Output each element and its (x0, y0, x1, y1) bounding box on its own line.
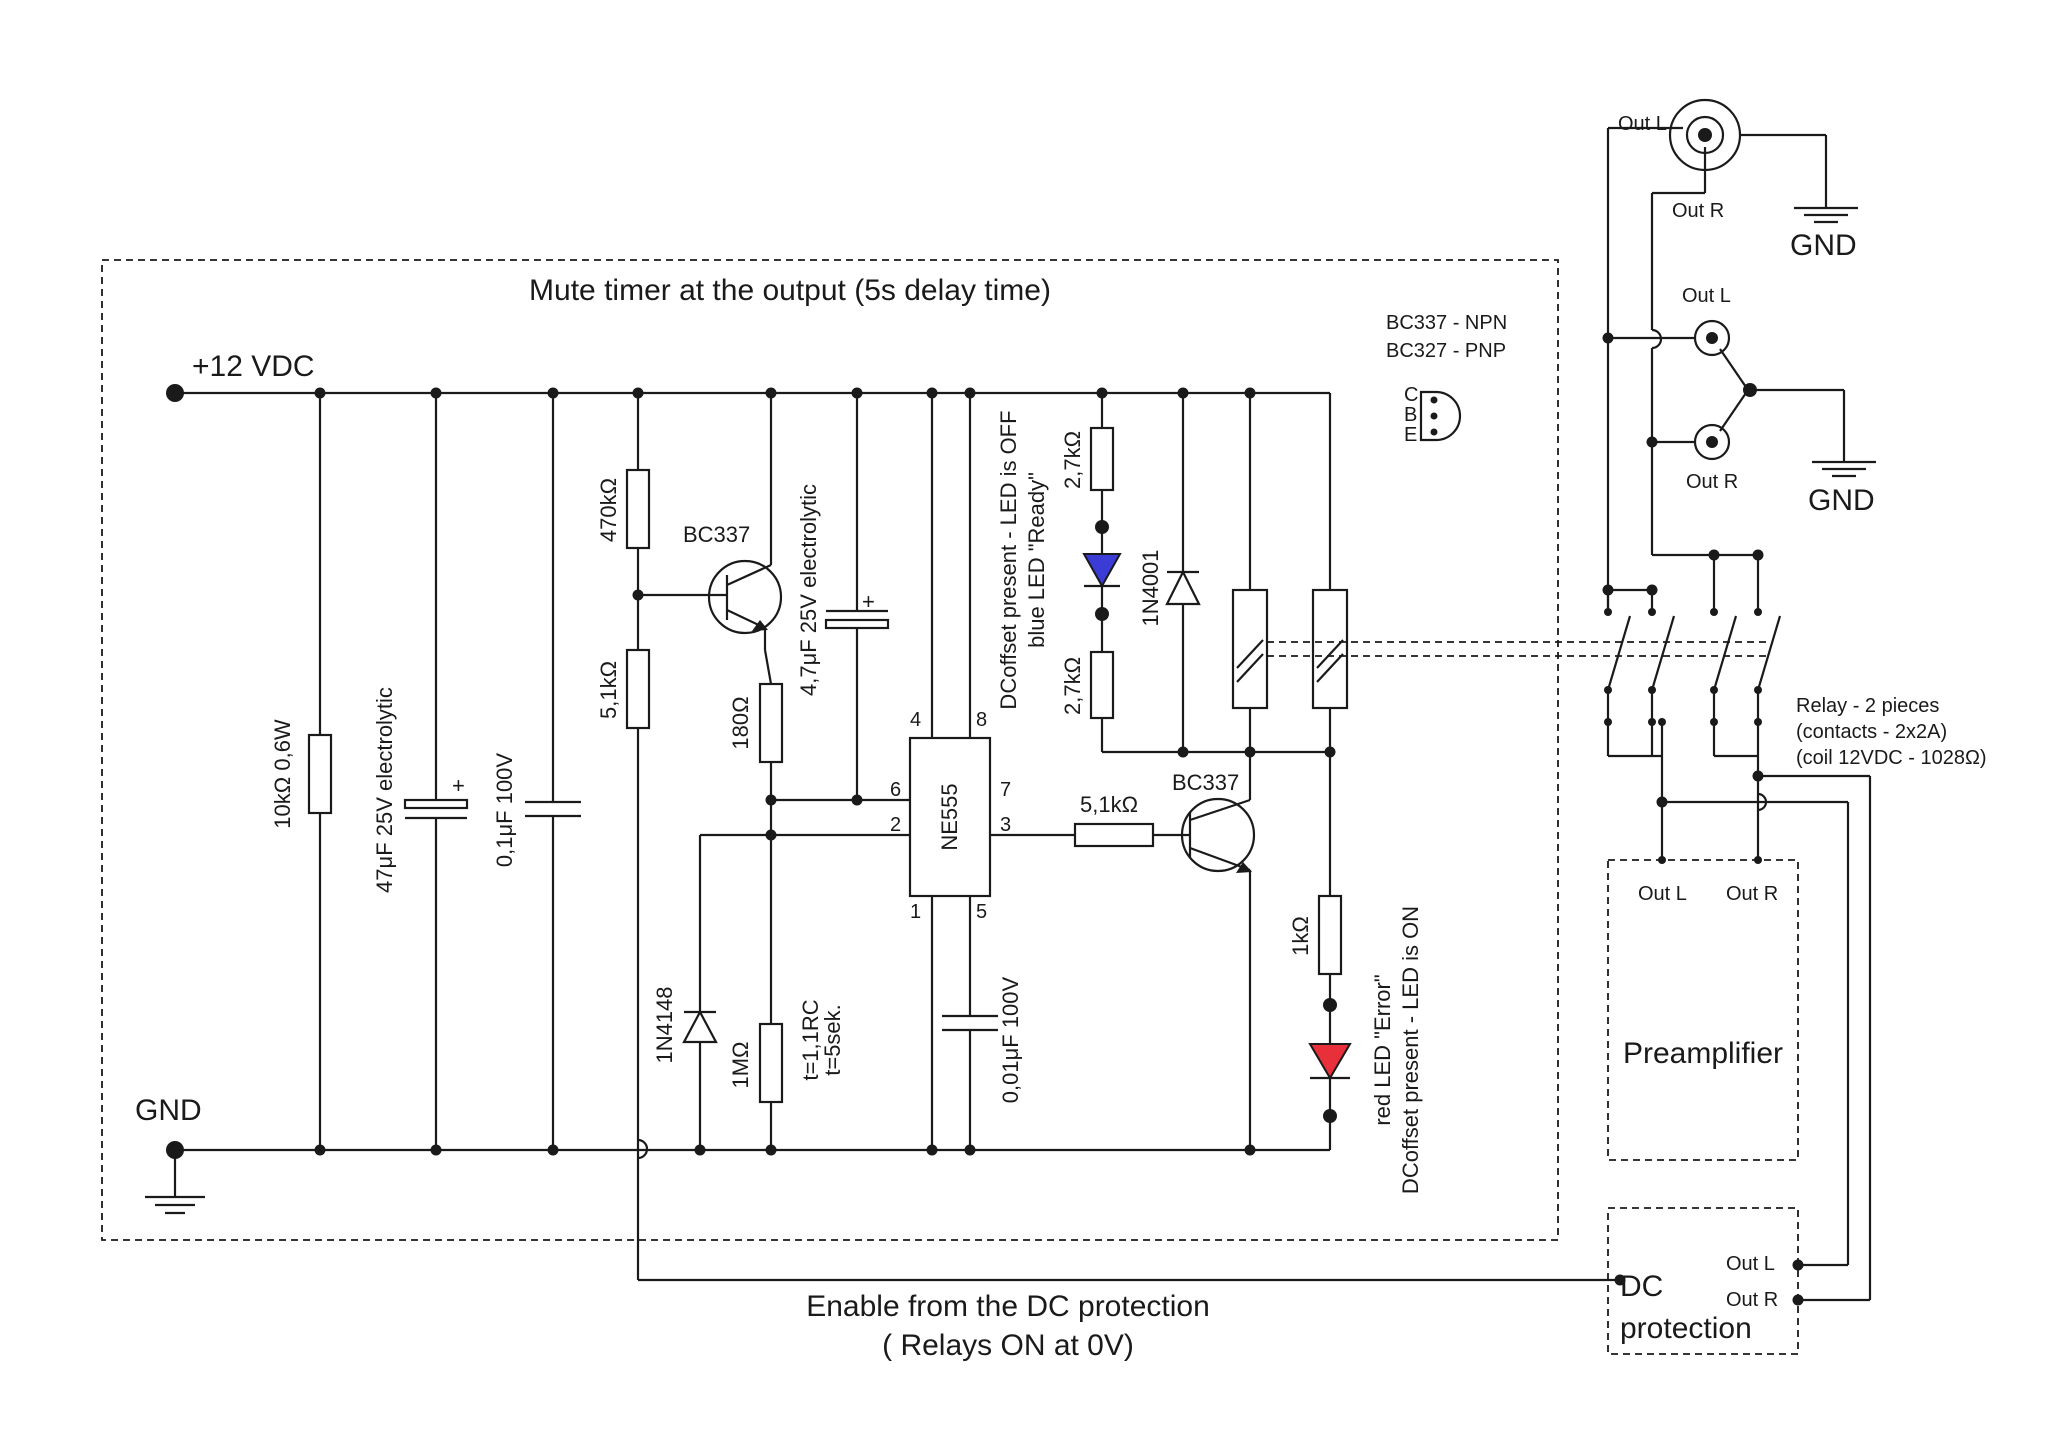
svg-text:Enable from the DC protection: Enable from the DC protection (806, 1290, 1210, 1323)
svg-text:2: 2 (890, 814, 901, 836)
blue-led (1082, 553, 1122, 589)
resistor-180: 180Ω (728, 649, 784, 800)
svg-text:blue LED "Ready": blue LED "Ready" (1024, 472, 1049, 648)
blue-led-branch: 2,7kΩ 2,7kΩ DCoffset present - LED is OF… (996, 387, 1122, 752)
svg-text:1: 1 (910, 901, 921, 923)
svg-text:Out R: Out R (1726, 1289, 1778, 1311)
dc-protection-block: DC protection Out L Out R (1607, 1207, 1870, 1355)
diode-1n4148: 1N4148 (652, 835, 718, 1156)
svg-text:3: 3 (1000, 814, 1011, 836)
svg-text:DC: DC (1620, 1270, 1663, 1303)
enable-line: Enable from the DC protection ( Relays O… (636, 1138, 1626, 1362)
svg-text:2,7kΩ: 2,7kΩ (1060, 657, 1085, 715)
transistor-q1: BC337 (632, 387, 783, 650)
svg-text:+: + (862, 589, 875, 614)
resistor-1m: 1MΩ t=1,1RC t=5sek. (728, 999, 845, 1156)
svg-text:1N4001: 1N4001 (1138, 549, 1163, 626)
svg-text:C: C (1404, 384, 1418, 406)
preamplifier-block: Out L Out R Preamplifier (1607, 856, 1799, 1161)
resistor-5k1-out: 5,1kΩ (990, 792, 1190, 848)
svg-text:4,7μF 25V electrolytic: 4,7μF 25V electrolytic (796, 484, 821, 696)
svg-text:Preamplifier: Preamplifier (1623, 1037, 1783, 1070)
timing-node-wires (700, 794, 910, 1024)
svg-text:5,1kΩ: 5,1kΩ (596, 661, 621, 719)
svg-text:Out R: Out R (1686, 471, 1738, 493)
svg-text:t=5sek.: t=5sek. (820, 1004, 845, 1076)
svg-text:BC337: BC337 (1172, 770, 1239, 795)
frame-title: Mute timer at the output (5s delay time) (529, 274, 1051, 307)
svg-text:( Relays ON at 0V): ( Relays ON at 0V) (882, 1329, 1134, 1362)
svg-text:8: 8 (976, 709, 987, 731)
svg-text:Out R: Out R (1672, 200, 1724, 222)
svg-text:BC337 - NPN: BC337 - NPN (1386, 312, 1507, 334)
svg-text:6: 6 (890, 779, 901, 801)
svg-text:Out L: Out L (1726, 1253, 1775, 1275)
svg-text:0,01μF 100V: 0,01μF 100V (998, 976, 1023, 1103)
svg-text:+: + (452, 773, 465, 798)
red-led-branch: 1kΩ red LED "Error" DCoffset present - L… (1288, 752, 1423, 1194)
mute-timer-frame (101, 259, 1559, 1241)
capacitor-100n: 0,1μF 100V (492, 387, 581, 1156)
rca-output-jacks: Out L Out R GND (1602, 285, 1876, 517)
ground-rail: GND (135, 1094, 1330, 1215)
svg-text:2,7kΩ: 2,7kΩ (1060, 431, 1085, 489)
relay-coil-1 (1231, 387, 1269, 752)
resistor-5k1-base: 5,1kΩ (596, 648, 651, 1140)
svg-text:GND: GND (1808, 484, 1875, 517)
resistor-470k: 470kΩ (596, 387, 651, 650)
svg-text:DCoffset present - LED is ON: DCoffset present - LED is ON (1398, 906, 1423, 1194)
relay-coil-2 (1311, 393, 1349, 752)
svg-text:BC337: BC337 (683, 522, 750, 547)
svg-text:DCoffset present - LED is OFF: DCoffset present - LED is OFF (996, 410, 1021, 709)
svg-text:10kΩ 0,6W: 10kΩ 0,6W (270, 719, 295, 829)
svg-text:7: 7 (1000, 779, 1011, 801)
svg-text:Out L: Out L (1682, 285, 1731, 307)
coax-output-jack: Out L Out R GND (1606, 98, 1858, 608)
svg-text:Relay - 2 pieces: Relay - 2 pieces (1796, 695, 1939, 717)
svg-text:4: 4 (910, 709, 921, 731)
svg-text:1N4148: 1N4148 (652, 986, 677, 1063)
svg-text:1MΩ: 1MΩ (728, 1041, 753, 1088)
vcc-label: +12 VDC (192, 350, 315, 383)
relay-contacts: Relay - 2 pieces (contacts - 2x2A) (coil… (1602, 549, 1987, 1300)
svg-text:470kΩ: 470kΩ (596, 478, 621, 542)
ne555-ic: NE555 4 8 6 2 7 3 1 5 (890, 387, 1011, 1156)
svg-text:(coil 12VDC - 1028Ω): (coil 12VDC - 1028Ω) (1796, 747, 1987, 769)
svg-text:protection: protection (1620, 1312, 1752, 1345)
svg-text:E: E (1404, 424, 1417, 446)
svg-text:5,1kΩ: 5,1kΩ (1080, 792, 1138, 817)
red-led (1308, 1043, 1352, 1080)
svg-text:Out L: Out L (1618, 113, 1667, 135)
svg-text:180Ω: 180Ω (728, 696, 753, 749)
transistor-legend: BC337 - NPN BC327 - PNP C B E (1386, 312, 1507, 446)
svg-text:(contacts - 2x2A): (contacts - 2x2A) (1796, 721, 1947, 743)
svg-text:NE555: NE555 (937, 783, 962, 850)
svg-text:BC327 - PNP: BC327 - PNP (1386, 340, 1506, 362)
svg-text:GND: GND (1790, 229, 1857, 262)
svg-text:B: B (1404, 404, 1417, 426)
supply-rail-12v: +12 VDC (166, 350, 1330, 402)
svg-text:1kΩ: 1kΩ (1288, 916, 1313, 956)
capacitor-4u7: + 4,7μF 25V electrolytic (796, 387, 890, 800)
svg-text:t=1,1RC: t=1,1RC (798, 999, 823, 1080)
svg-text:Out R: Out R (1726, 883, 1778, 905)
svg-text:5: 5 (976, 901, 987, 923)
diode-1n4001: 1N4001 (1138, 387, 1201, 758)
capacitor-10n: 0,01μF 100V (942, 976, 1023, 1103)
resistor-10k: 10kΩ 0,6W (270, 387, 333, 1156)
svg-text:0,1μF 100V: 0,1μF 100V (492, 753, 517, 868)
gnd-label: GND (135, 1094, 202, 1127)
svg-text:47μF 25V electrolytic: 47μF 25V electrolytic (372, 687, 397, 893)
svg-text:Out L: Out L (1638, 883, 1687, 905)
transistor-q2: BC337 (1172, 746, 1256, 1156)
capacitor-47u: + 47μF 25V electrolytic (372, 387, 469, 1156)
svg-text:red LED "Error": red LED "Error" (1370, 974, 1395, 1125)
